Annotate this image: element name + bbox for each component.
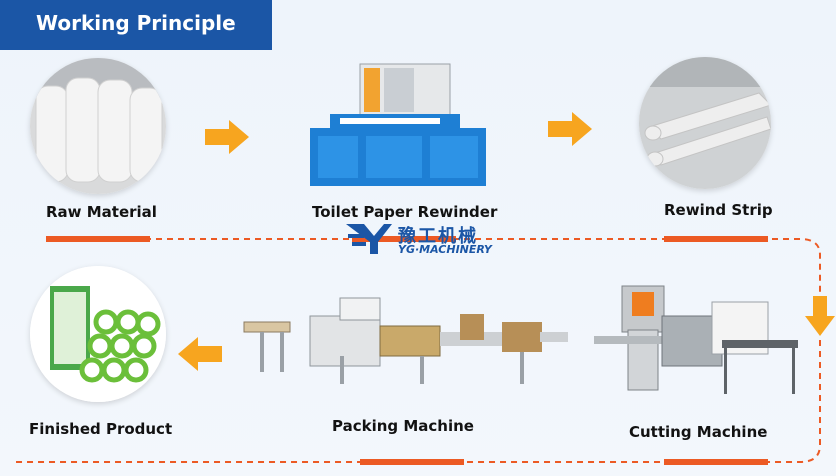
step-underline <box>360 459 464 465</box>
cutting-machine-image <box>594 285 798 394</box>
title-tab: Working Principle <box>0 0 272 50</box>
logo-chinese-text: 豫工机械 <box>398 226 478 247</box>
arrow-down-icon <box>805 296 835 336</box>
step-label-toilet-paper-rewinder: Toilet Paper Rewinder <box>312 203 498 221</box>
step-underline <box>664 459 768 465</box>
step-label-rewind-strip: Rewind Strip <box>664 201 773 219</box>
step-underline <box>664 236 768 242</box>
step-label-packing-machine: Packing Machine <box>332 417 474 435</box>
arrow-right-icon <box>548 112 592 146</box>
logo-english-text: YG·MACHINERY <box>398 243 492 256</box>
page-title: Working Principle <box>36 11 236 35</box>
step-underline <box>352 236 456 242</box>
packing-machine-image <box>243 297 568 384</box>
arrow-left-icon <box>178 337 222 371</box>
step-label-finished-product: Finished Product <box>29 420 173 438</box>
step-underline <box>46 236 150 242</box>
toilet-paper-rewinder-image <box>310 63 486 186</box>
step-label-raw-material: Raw Material <box>46 203 157 221</box>
raw-material-image <box>30 58 166 194</box>
arrow-right-icon <box>205 120 249 154</box>
step-label-cutting-machine: Cutting Machine <box>629 423 768 441</box>
rewind-strip-image <box>639 57 771 189</box>
company-logo-icon <box>346 224 392 254</box>
finished-product-image <box>30 266 166 402</box>
